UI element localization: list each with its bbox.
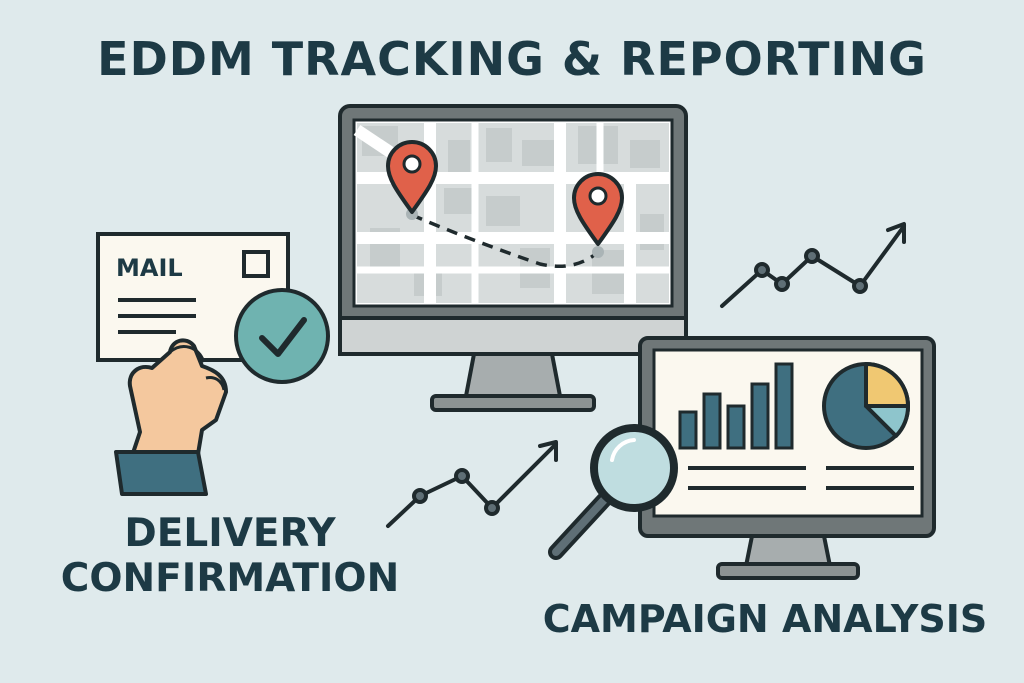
campaign-analysis-label: CAMPAIGN ANALYSIS <box>542 597 988 641</box>
delivery-line-2: CONFIRMATION <box>60 555 400 601</box>
hand-icon <box>114 338 228 496</box>
map-pin-icon <box>572 172 624 246</box>
report-lines <box>688 466 914 490</box>
trend-arrow-icon <box>720 222 906 308</box>
page-title: EDDM TRACKING & REPORTING <box>97 32 927 86</box>
magnifier-icon <box>548 424 678 560</box>
delivery-line-1: DELIVERY <box>124 511 336 556</box>
checkmark-icon <box>234 288 330 384</box>
map-pin-icon <box>386 140 438 214</box>
delivery-confirmation-label: DELIVERY CONFIRMATION <box>40 511 420 602</box>
bar-chart-icon <box>678 362 794 450</box>
pie-chart-icon <box>822 362 911 450</box>
trend-arrow-icon <box>386 440 558 528</box>
mail-label: MAIL <box>116 254 183 282</box>
